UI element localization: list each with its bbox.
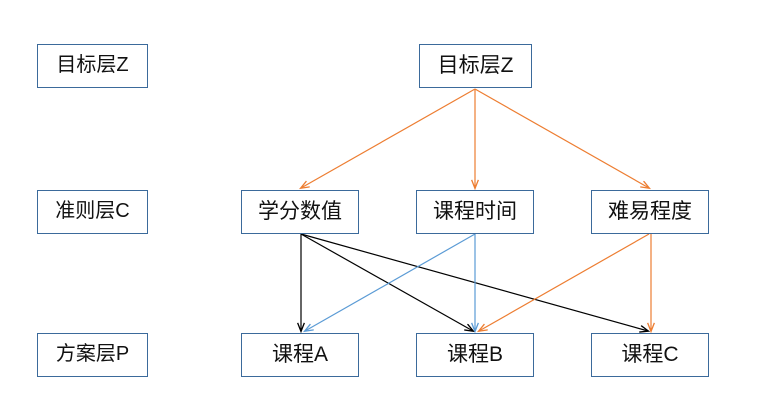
node-alternative-b-text: 课程B <box>446 342 503 366</box>
node-alternative-c[interactable]: 课程C <box>591 333 709 377</box>
node-criterion-difficulty[interactable]: 难易程度 <box>591 190 709 234</box>
node-goal-z-text: 目标层Z <box>437 53 514 77</box>
layer-label-criteria-text: 准则层C <box>55 200 130 222</box>
edge-credit-to-c <box>300 233 648 331</box>
node-criterion-difficulty-text: 难易程度 <box>608 199 692 223</box>
edge-difficulty-to-b <box>479 233 650 331</box>
node-alternative-c-text: 课程C <box>621 342 679 366</box>
edge-goal-to-credit <box>301 88 476 188</box>
layer-label-goal-text: 目标层Z <box>56 54 129 76</box>
edge-goal-to-difficulty <box>474 88 649 188</box>
node-alternative-a[interactable]: 课程A <box>241 333 359 377</box>
node-alternative-b[interactable]: 课程B <box>416 333 534 377</box>
node-goal-z[interactable]: 目标层Z <box>419 44 532 88</box>
layer-label-alternative: 方案层P <box>37 333 148 377</box>
layer-label-criteria: 准则层C <box>37 190 148 234</box>
edge-time-to-a <box>305 233 476 331</box>
node-criterion-time-text: 课程时间 <box>433 199 517 223</box>
node-criterion-time[interactable]: 课程时间 <box>416 190 534 234</box>
layer-label-goal: 目标层Z <box>37 44 148 88</box>
node-criterion-credit-text: 学分数值 <box>258 199 342 223</box>
node-criterion-credit[interactable]: 学分数值 <box>241 190 359 234</box>
edge-credit-to-b <box>300 233 473 331</box>
node-alternative-a-text: 课程A <box>271 342 328 366</box>
layer-label-alternative-text: 方案层P <box>55 343 130 365</box>
